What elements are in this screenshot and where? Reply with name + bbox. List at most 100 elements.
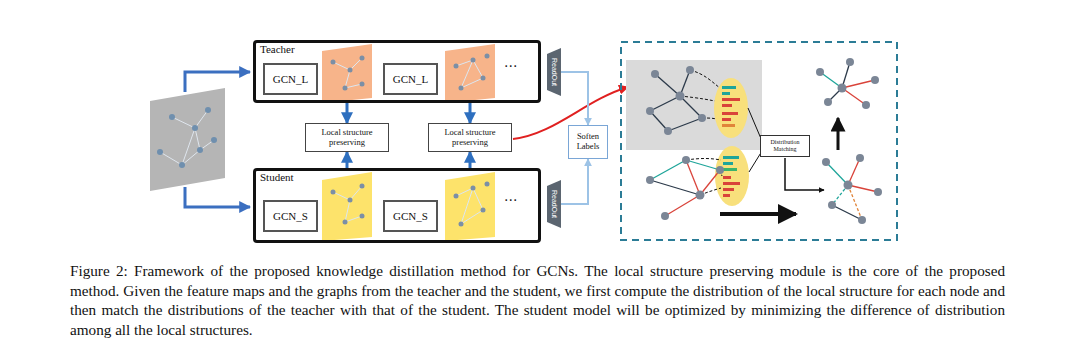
readout-block: ReadOut xyxy=(547,180,561,228)
drawing-line xyxy=(665,195,700,216)
drawing-line xyxy=(350,186,362,200)
drawing-circle xyxy=(360,184,365,189)
drawing-circle xyxy=(471,186,476,191)
drawing-g xyxy=(686,159,722,196)
drawing-circle xyxy=(698,114,706,122)
node-text: Local structure preserving xyxy=(433,128,507,148)
drawing-g xyxy=(650,160,720,216)
drawing-g xyxy=(333,58,362,88)
drawing-line xyxy=(333,192,350,200)
connector-arrow xyxy=(469,103,472,123)
drawing-rect xyxy=(723,188,734,191)
drawing-line xyxy=(345,216,362,222)
drawing-circle xyxy=(205,107,211,113)
drawing-rect xyxy=(722,86,736,89)
drawing-line xyxy=(700,170,720,195)
drawing-g xyxy=(820,62,875,105)
drawing-line xyxy=(650,160,686,180)
drawing-g xyxy=(646,66,706,135)
drawing-line xyxy=(345,70,350,88)
drawing-ellipse xyxy=(715,146,749,206)
drawing-g xyxy=(331,56,365,91)
gcn-layer-box: GCN_L xyxy=(263,63,318,95)
drawing-g xyxy=(157,107,217,168)
drawing-circle xyxy=(716,166,724,174)
drawing-circle xyxy=(471,58,476,63)
drawing-circle xyxy=(197,147,203,153)
node-text: Student xyxy=(260,171,294,183)
drawing-rect xyxy=(722,104,732,107)
drawing-g xyxy=(331,184,365,225)
drawing-rect xyxy=(723,162,733,165)
drawing-g xyxy=(650,70,702,131)
drawing-line xyxy=(333,62,350,70)
node-text: Soften Labels xyxy=(570,132,606,152)
drawing-circle xyxy=(696,191,705,200)
drawing-circle xyxy=(828,201,836,209)
drawing-circle xyxy=(169,114,175,120)
drawing-circle xyxy=(331,60,336,65)
drawing-circle xyxy=(481,76,486,81)
drawing-g xyxy=(333,186,362,222)
drawing-rect xyxy=(723,168,737,171)
drawing-path xyxy=(686,159,721,161)
drawing-circle xyxy=(858,216,866,224)
trapezoid-fill xyxy=(547,180,561,228)
node-text: Teacher xyxy=(260,43,295,55)
drawing-line xyxy=(182,128,195,165)
drawing-rect xyxy=(722,98,740,101)
gcn-layer-box: GCN_L xyxy=(383,63,438,95)
drawing-circle xyxy=(360,56,365,61)
drawing-path xyxy=(185,72,250,92)
drawing-circle xyxy=(331,190,336,195)
drawing-ellipse xyxy=(714,78,748,138)
drawing-line xyxy=(650,180,700,195)
drawing-line xyxy=(345,84,362,88)
drawing-circle xyxy=(343,220,348,225)
drawing-circle xyxy=(871,76,879,84)
drawing-circle xyxy=(856,154,864,162)
drawing-line xyxy=(686,160,700,195)
drawing-line xyxy=(461,188,473,224)
drawing-circle xyxy=(646,107,654,115)
drawing-circle xyxy=(862,101,870,109)
drawing-path xyxy=(680,96,720,102)
drawing-circle xyxy=(824,98,832,106)
drawing-circle xyxy=(661,212,669,220)
drawing-rect xyxy=(723,194,730,197)
drawing-path xyxy=(785,158,824,190)
drawing-rect xyxy=(626,60,762,150)
drawing-polygon xyxy=(322,44,372,103)
teacher-box: TeacherGCN_L GCN_L xyxy=(253,40,541,103)
drawing-line xyxy=(650,111,668,131)
connector-arrow xyxy=(561,159,588,204)
drawing-line xyxy=(461,78,483,88)
drawing-polygon xyxy=(150,88,225,191)
drawing-circle xyxy=(179,162,185,168)
drawing-circle xyxy=(485,182,490,187)
ellipsis-label: ··· xyxy=(504,58,517,74)
drawing-g xyxy=(445,44,495,103)
drawing-line xyxy=(720,212,796,216)
drawing-circle xyxy=(348,198,353,203)
drawing-circle xyxy=(343,86,348,91)
drawing-line xyxy=(160,152,182,165)
drawing-line xyxy=(655,74,680,96)
gcn-layer-box: GCN_S xyxy=(263,200,318,232)
drawing-circle xyxy=(822,158,830,166)
drawing-line xyxy=(686,160,720,170)
ellipsis-label: ··· xyxy=(504,192,517,208)
drawing-rect xyxy=(723,156,739,159)
drawing-circle xyxy=(846,58,854,66)
drawing-circle xyxy=(459,86,464,91)
module-box: Local structure preserving xyxy=(305,123,389,152)
drawing-circle xyxy=(646,176,654,184)
drawing-g xyxy=(722,86,740,197)
process-box: Distribution Matching xyxy=(760,135,810,157)
drawing-circle xyxy=(192,125,198,131)
drawing-line xyxy=(350,58,362,70)
drawing-line xyxy=(172,117,195,128)
trapezoid-fill xyxy=(547,48,561,96)
drawing-rect xyxy=(723,176,731,179)
